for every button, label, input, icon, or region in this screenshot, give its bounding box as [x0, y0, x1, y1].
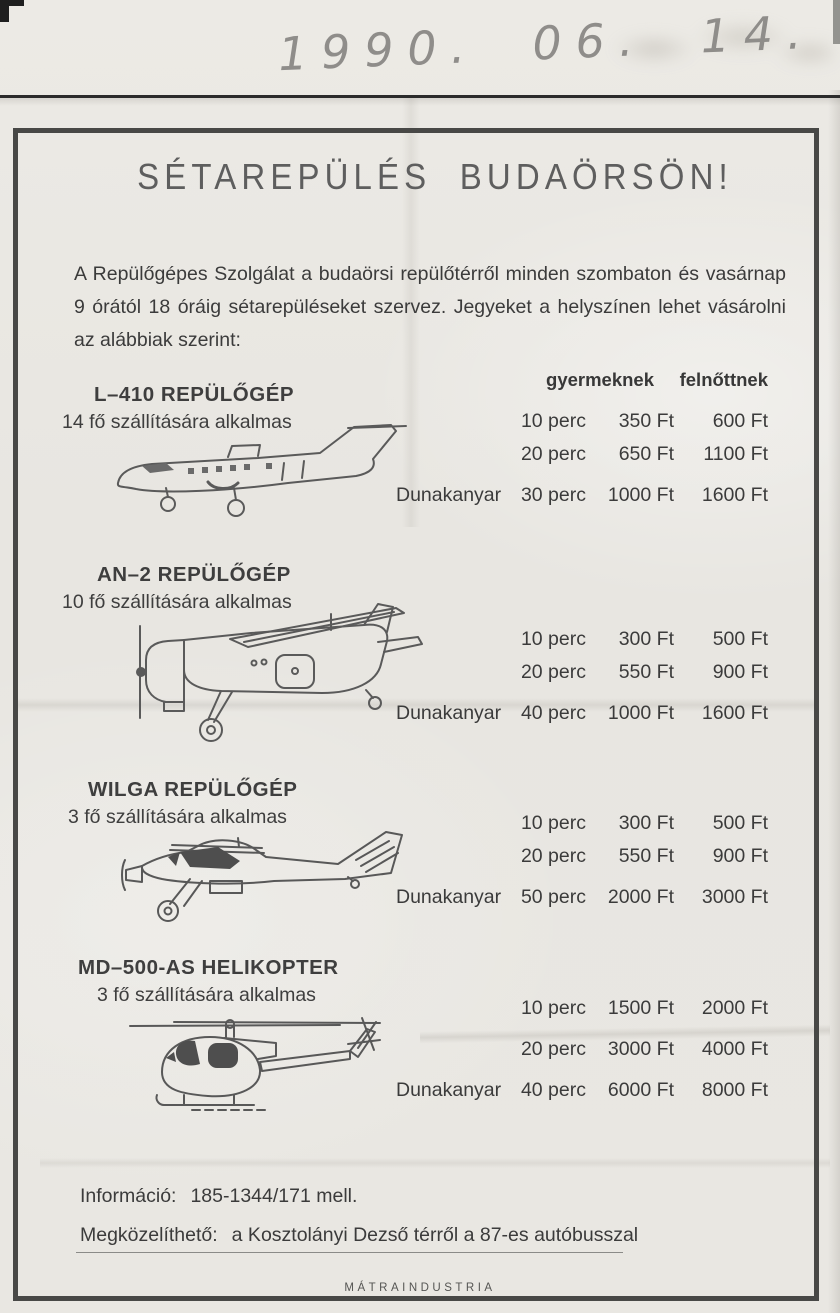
footer-rule-line [76, 1252, 623, 1253]
flyer-border-frame [13, 128, 819, 1301]
paper-fold-shadow [0, 98, 840, 106]
column-header-adult: felnőttnek [679, 369, 768, 390]
info-label: Információ: [80, 1185, 177, 1207]
price-row: 10 perc 1500 Ft 2000 Ft [520, 997, 768, 1019]
intro-paragraph: A Repülőgépes Szolgálat a budaörsi repül… [74, 263, 786, 351]
price-row: 10 perc 300 Ft 500 Ft [520, 628, 768, 650]
aircraft-capacity-md500: 3 fő szállítására alkalmas [97, 984, 316, 1006]
price-table-l410: 10 perc 350 Ft 600 Ft 20 perc 650 Ft 110… [396, 410, 768, 517]
aircraft-capacity-an2: 10 fő szállítására alkalmas [62, 591, 292, 613]
flyer-title: SÉTAREPÜLÉS BUDAÖRSÖN! [137, 156, 733, 197]
price-table-an2: 10 perc 300 Ft 500 Ft 20 perc 550 Ft 900… [396, 628, 768, 735]
aircraft-capacity-l410: 14 fő szállítására alkalmas [62, 411, 292, 433]
column-header-child: gyermeknek [546, 369, 654, 390]
price-row-dunakanyar: Dunakanyar 50 perc 2000 Ft 3000 Ft [396, 886, 768, 908]
aircraft-name-wilga: WILGA REPÜLŐGÉP [88, 778, 298, 801]
aircraft-name-l410: L–410 REPÜLŐGÉP [94, 383, 295, 406]
price-table-header: gyermeknek felnőttnek [396, 369, 768, 391]
scan-edge-mark [833, 0, 840, 44]
price-table-wilga: 10 perc 300 Ft 500 Ft 20 perc 550 Ft 900… [396, 812, 768, 919]
paper-fold-line [0, 95, 840, 98]
printer-mark: MÁTRAINDUSTRIA [344, 1282, 496, 1294]
price-row-dunakanyar: Dunakanyar 40 perc 1000 Ft 1600 Ft [396, 702, 768, 724]
info-phone-line: Információ: 185-1344/171 mell. [80, 1185, 357, 1208]
scan-corner-mark [0, 0, 24, 6]
price-row-dunakanyar: Dunakanyar 40 perc 6000 Ft 8000 Ft [396, 1079, 768, 1101]
handwritten-date: 1990. 06. 14. [277, 4, 817, 82]
aircraft-name-md500: MD–500-AS HELIKOPTER [78, 956, 339, 979]
price-row: 10 perc 350 Ft 600 Ft [520, 410, 768, 432]
price-row: 20 perc 3000 Ft 4000 Ft [520, 1038, 768, 1060]
price-row: 20 perc 650 Ft 1100 Ft [520, 443, 768, 465]
price-row: 20 perc 550 Ft 900 Ft [520, 661, 768, 683]
access-line: Megközelíthető: a Kosztolányi Dezső térrő… [80, 1224, 638, 1247]
access-label: Megközelíthető: [80, 1224, 218, 1246]
access-value: a Kosztolányi Dezső térről a 87-es autób… [231, 1224, 639, 1246]
info-phone-number: 185-1344/171 mell. [190, 1185, 358, 1207]
price-row: 10 perc 300 Ft 500 Ft [520, 812, 768, 834]
aircraft-name-an2: AN–2 REPÜLŐGÉP [97, 563, 291, 586]
aircraft-capacity-wilga: 3 fő szállítására alkalmas [68, 806, 287, 828]
price-table-md500: 10 perc 1500 Ft 2000 Ft 20 perc 3000 Ft … [396, 997, 768, 1120]
price-row-dunakanyar: Dunakanyar 30 perc 1000 Ft 1600 Ft [396, 484, 768, 506]
price-row: 20 perc 550 Ft 900 Ft [520, 845, 768, 867]
scan-corner-mark [0, 0, 9, 22]
paper-edge-shadow [828, 90, 840, 1313]
